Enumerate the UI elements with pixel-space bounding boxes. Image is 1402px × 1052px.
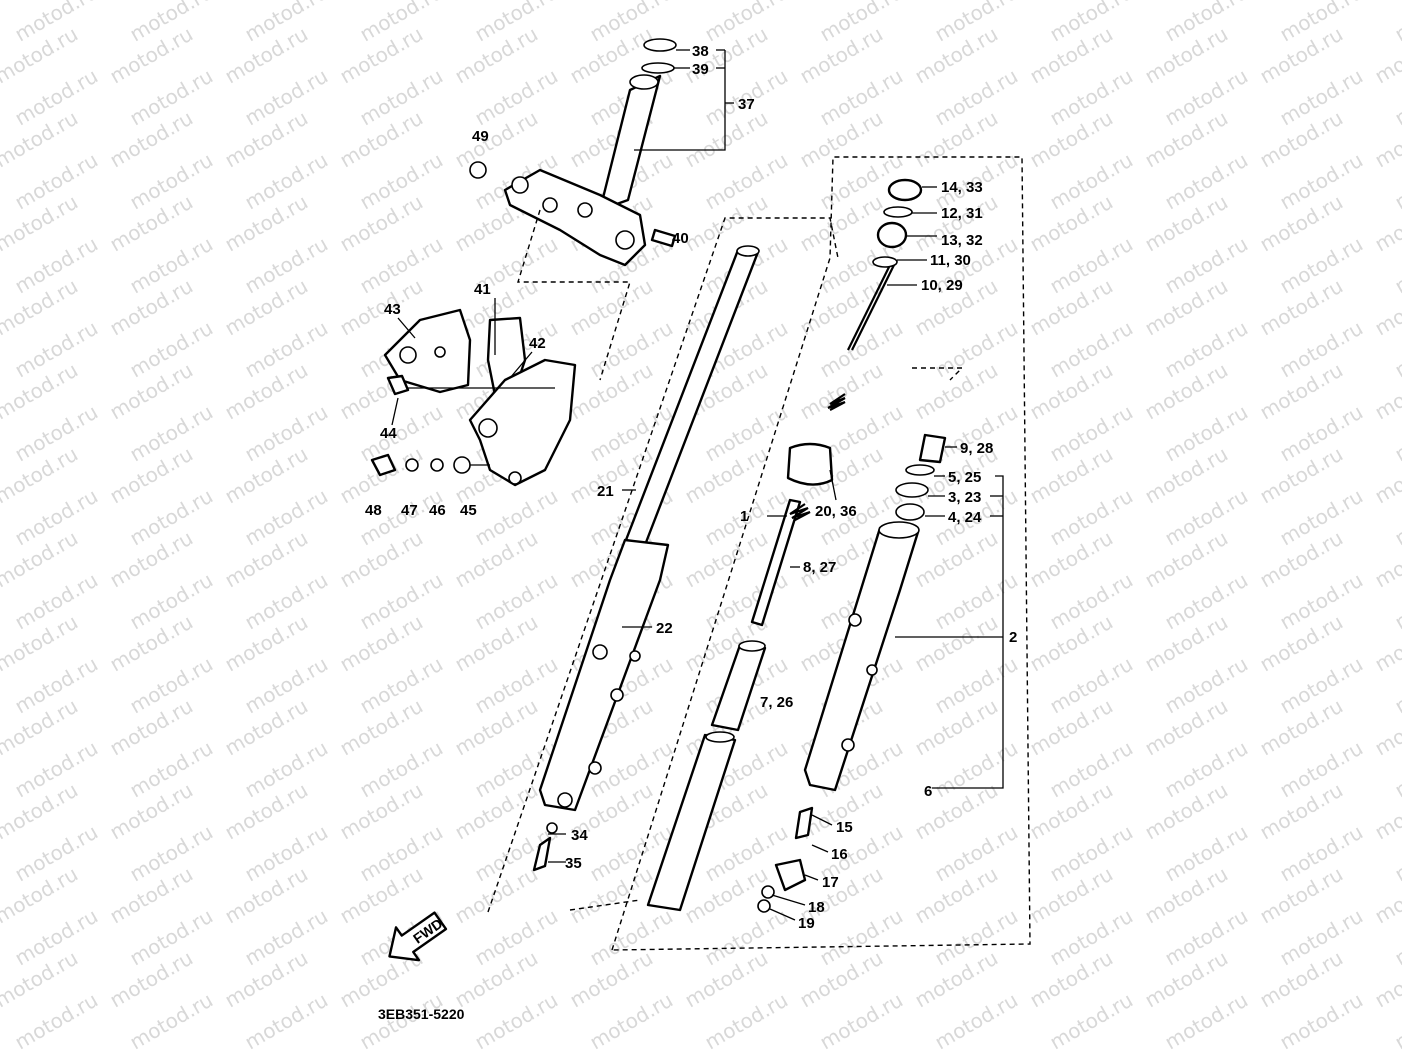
callout-16: 16 xyxy=(831,846,848,863)
callout-17: 17 xyxy=(822,874,839,891)
callout-11-30: 11, 30 xyxy=(930,252,971,269)
callout-21: 21 xyxy=(597,483,614,500)
callout-40: 40 xyxy=(672,230,689,247)
callout-39: 39 xyxy=(692,61,709,78)
callout-2: 2 xyxy=(1009,629,1017,646)
callout-4-24: 4, 24 xyxy=(948,509,982,526)
callout-38: 38 xyxy=(692,43,709,60)
callout-labels: 38 39 37 49 40 41 43 42 44 48 47 46 45 2… xyxy=(365,43,1017,932)
steering-stem-assembly xyxy=(469,38,677,381)
bracket-assembly xyxy=(370,308,577,487)
callout-34: 34 xyxy=(571,827,588,844)
callout-20-36: 20, 36 xyxy=(815,503,857,520)
callout-46: 46 xyxy=(429,502,446,519)
callout-9-28: 9, 28 xyxy=(960,440,993,457)
callout-37: 37 xyxy=(738,96,755,113)
watermark-text: motod.ru xyxy=(1371,0,1402,4)
callout-15: 15 xyxy=(836,819,853,836)
callout-3-23: 3, 23 xyxy=(948,489,981,506)
callout-42: 42 xyxy=(529,335,546,352)
callout-1: 1 xyxy=(740,508,748,525)
callout-14-33: 14, 33 xyxy=(941,179,983,196)
callout-43: 43 xyxy=(384,301,401,318)
callout-6: 6 xyxy=(924,783,932,800)
callout-12-31: 12, 31 xyxy=(941,205,983,222)
callout-7-26: 7, 26 xyxy=(760,694,793,711)
reference-code: 3EB351-5220 xyxy=(378,1006,465,1022)
leader-lines xyxy=(391,49,1003,921)
right-fork-leg xyxy=(757,367,1004,913)
left-fork-leg xyxy=(487,217,839,913)
fork-cap-parts xyxy=(872,178,923,268)
callout-41: 41 xyxy=(474,281,491,298)
callout-13-32: 13, 32 xyxy=(941,232,983,249)
callout-45: 45 xyxy=(460,502,477,519)
callout-47: 47 xyxy=(401,502,418,519)
callout-10-29: 10, 29 xyxy=(921,277,963,294)
watermark-text: motod.ru xyxy=(1391,0,1402,46)
callout-19: 19 xyxy=(798,915,815,932)
callout-5-25: 5, 25 xyxy=(948,469,981,486)
callout-8-27: 8, 27 xyxy=(803,559,836,576)
callout-48: 48 xyxy=(365,502,382,519)
callout-49: 49 xyxy=(472,128,489,145)
callout-35: 35 xyxy=(565,855,582,872)
callout-22: 22 xyxy=(656,620,673,637)
callout-18: 18 xyxy=(808,899,825,916)
callout-44: 44 xyxy=(380,425,397,442)
